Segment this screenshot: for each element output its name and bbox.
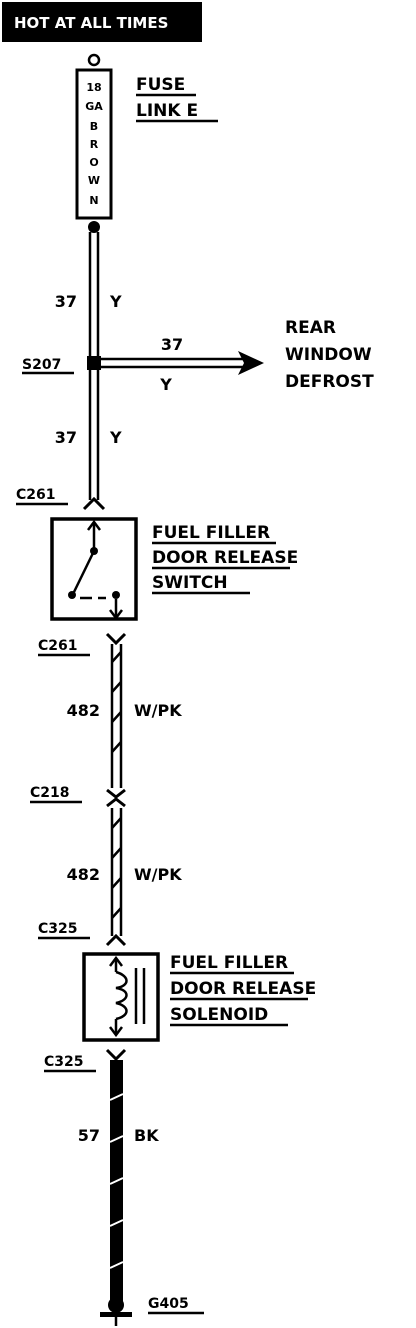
wire-482-lower xyxy=(110,808,123,936)
wire-37-upper-number: 37 xyxy=(55,292,77,311)
fuse-gauge-line: GA xyxy=(85,100,103,113)
connector-c325-top-label: C325 xyxy=(38,921,78,937)
fuse-color-letter: R xyxy=(90,138,99,151)
branch-wire-color: Y xyxy=(159,375,172,394)
fuse-name-line: LINK E xyxy=(136,101,198,121)
wire-37-upper xyxy=(88,232,100,356)
branch-wire-number: 37 xyxy=(161,335,183,354)
ground-id: G405 xyxy=(148,1296,189,1312)
wire-482-upper-color: W/PK xyxy=(134,701,182,720)
fuel-filler-door-release-solenoid xyxy=(82,952,160,1042)
connector-c325-bottom-symbol xyxy=(105,1048,127,1062)
fuse-terminal-dot xyxy=(88,221,100,233)
connector-c261-top-symbol xyxy=(82,496,106,511)
wire-482-lower-number: 482 xyxy=(67,865,100,884)
fuse-color-letter: O xyxy=(89,156,98,169)
solenoid-name-line: FUEL FILLER xyxy=(170,953,288,973)
splice-s207-node xyxy=(87,356,101,370)
switch-name-line: SWITCH xyxy=(152,573,228,593)
hot-at-all-times-badge: HOT AT ALL TIMES xyxy=(2,2,202,42)
connector-c325-bottom-label: C325 xyxy=(44,1054,84,1070)
rear-window-defrost-label: WINDOW xyxy=(285,345,372,365)
solenoid-name-line: DOOR RELEASE xyxy=(170,979,316,999)
wire-37-lower xyxy=(88,370,100,500)
fuse-color-letter: B xyxy=(90,120,98,133)
connector-c325-top-symbol xyxy=(105,933,127,947)
fuse-name-line: FUSE xyxy=(136,75,185,95)
fuse-link: 18 GA B R O W N xyxy=(75,53,113,233)
connector-c218-symbol xyxy=(106,788,126,808)
wire-57-number: 57 xyxy=(78,1126,100,1145)
wire-482-upper-number: 482 xyxy=(67,701,100,720)
switch-name-line: FUEL FILLER xyxy=(152,523,270,543)
splice-id: S207 xyxy=(22,357,61,373)
rear-window-defrost-label: REAR xyxy=(285,318,336,338)
wire-37-lower-number: 37 xyxy=(55,428,77,447)
wire-37-branch xyxy=(101,351,264,375)
connector-c261-top-label: C261 xyxy=(16,487,56,503)
fuse-gauge-line: 18 xyxy=(86,81,101,94)
connector-c218-label: C218 xyxy=(30,785,70,801)
connector-c261-bottom-label: C261 xyxy=(38,638,78,654)
wire-482-lower-color: W/PK xyxy=(134,865,182,884)
wire-482-upper xyxy=(110,644,123,788)
branch-arrowhead xyxy=(238,351,264,375)
wire-37-upper-color: Y xyxy=(109,292,122,311)
ground-g405-symbol xyxy=(100,1297,132,1326)
fuse-color-letter: N xyxy=(89,194,98,207)
fuse-color-letter: W xyxy=(88,174,100,187)
connector-c261-bottom-symbol xyxy=(105,632,127,646)
rear-window-defrost-label: DEFROST xyxy=(285,372,374,392)
solenoid-name-line: SOLENOID xyxy=(170,1005,268,1025)
wire-57-color: BK xyxy=(134,1126,159,1145)
fuel-filler-door-release-switch xyxy=(50,517,138,621)
header-label: HOT AT ALL TIMES xyxy=(14,14,168,32)
wire-57 xyxy=(109,1060,124,1302)
switch-name-line: DOOR RELEASE xyxy=(152,548,298,568)
wire-37-lower-color: Y xyxy=(109,428,122,447)
